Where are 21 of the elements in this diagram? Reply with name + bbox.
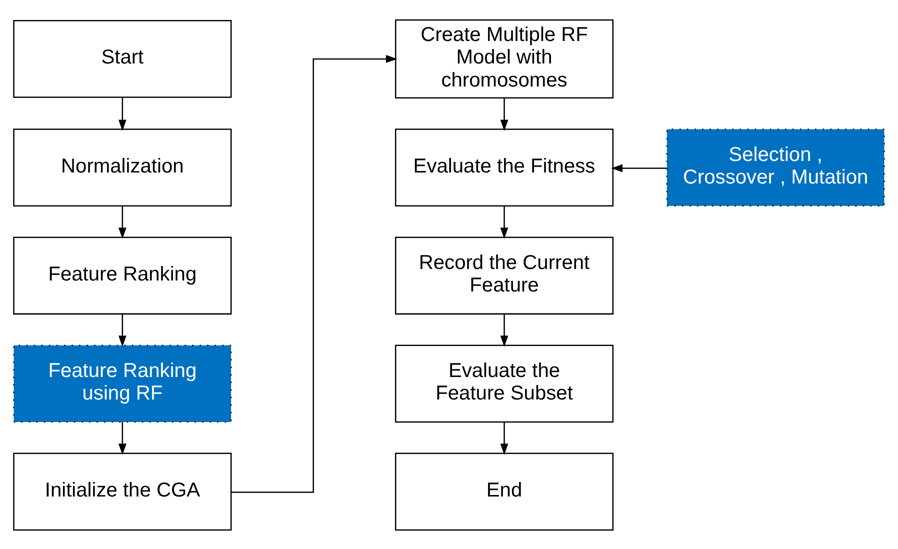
arrow — [500, 98, 508, 131]
node-box: Selection , Crossover , Mutation — [666, 128, 885, 206]
arrow — [118, 314, 126, 346]
node-box: Evaluate the Fitness — [395, 128, 614, 206]
arrow — [500, 206, 508, 238]
arrow — [611, 164, 667, 172]
node-box: Normalization — [13, 128, 232, 206]
arrow — [231, 54, 398, 492]
arrow — [118, 422, 126, 454]
arrow — [118, 97, 126, 131]
arrow — [118, 206, 126, 238]
arrow — [500, 422, 508, 454]
node-box: Start — [13, 20, 232, 98]
node-box: Record the Current Feature — [395, 236, 614, 314]
node-box: Create Multiple RF Model with chromosomes — [395, 18, 614, 98]
arrow — [500, 314, 508, 346]
node-box: Initialize the CGA — [13, 452, 232, 530]
node-box: End — [395, 452, 614, 530]
node-box: Evaluate the Feature Subset — [395, 344, 614, 422]
node-box: Feature Ranking using RF — [13, 344, 232, 422]
node-box: Feature Ranking — [13, 236, 232, 314]
